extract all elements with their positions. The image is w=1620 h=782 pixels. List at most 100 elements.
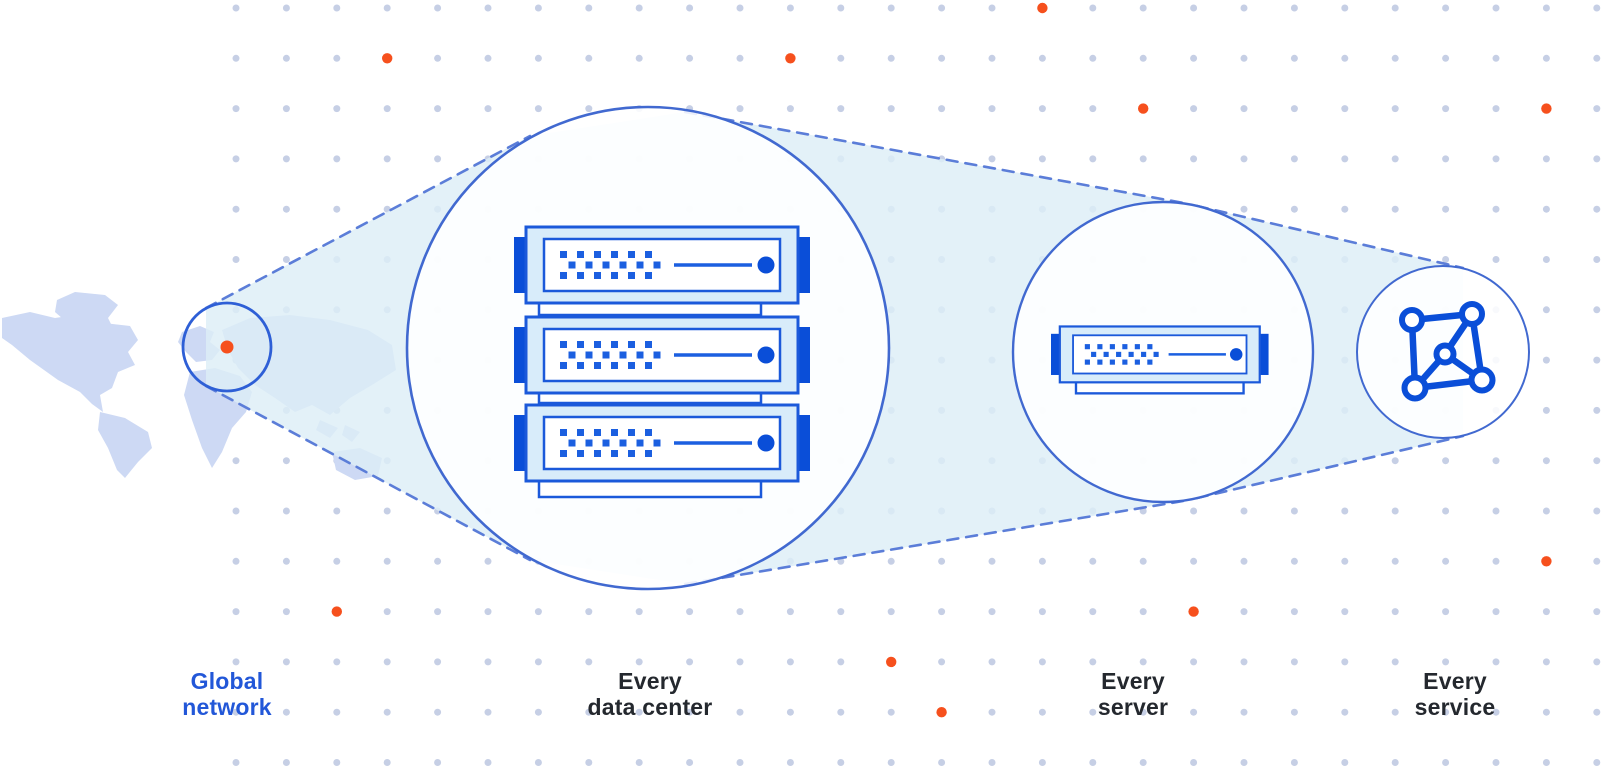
- grid-dot: [1492, 708, 1500, 716]
- grid-dot: [1593, 708, 1601, 716]
- grid-dot: [635, 658, 643, 666]
- grid-dot: [434, 4, 442, 12]
- orange-grid-dot: [785, 53, 796, 64]
- single-server: [1049, 325, 1270, 395]
- orange-grid-dot: [1037, 2, 1048, 14]
- grid-dot: [1038, 557, 1046, 565]
- grid-dot: [736, 658, 744, 666]
- label-line: data center: [587, 694, 713, 720]
- grid-dot: [1038, 658, 1046, 666]
- grid-dot: [1542, 457, 1550, 465]
- label-line: Global: [190, 668, 264, 694]
- grid-dot: [434, 105, 442, 113]
- grid-dot: [1240, 155, 1248, 163]
- europe-marker: [220, 340, 234, 354]
- grid-dot: [1442, 457, 1450, 465]
- grid-dot: [484, 708, 492, 716]
- grid-dot: [635, 4, 643, 12]
- grid-dot: [534, 608, 542, 616]
- grid-dot: [1442, 507, 1450, 515]
- label-line: server: [1097, 694, 1169, 720]
- grid-dot: [887, 54, 895, 62]
- grid-dot: [938, 759, 946, 766]
- grid-dot: [1593, 54, 1601, 62]
- grid-dot: [1492, 155, 1500, 163]
- grid-dot: [1290, 155, 1298, 163]
- grid-dot: [686, 759, 694, 766]
- grid-dot: [534, 4, 542, 12]
- grid-dot: [1391, 708, 1399, 716]
- grid-dot: [1442, 658, 1450, 666]
- grid-dot: [988, 557, 996, 565]
- grid-dot: [1391, 658, 1399, 666]
- grid-dot: [1341, 105, 1349, 113]
- grid-dot: [988, 759, 996, 766]
- grid-dot: [786, 658, 794, 666]
- grid-dot: [686, 708, 694, 716]
- grid-dot: [988, 708, 996, 716]
- grid-dot: [333, 105, 341, 113]
- grid-dot: [988, 105, 996, 113]
- grid-dot: [1139, 658, 1147, 666]
- grid-dot: [1240, 105, 1248, 113]
- grid-dot: [333, 155, 341, 163]
- grid-dot: [232, 205, 240, 213]
- grid-dot: [635, 608, 643, 616]
- grid-dot: [887, 4, 895, 12]
- grid-dot: [887, 557, 895, 565]
- grid-dot: [383, 155, 391, 163]
- grid-dot: [1542, 256, 1550, 263]
- grid-dot: [887, 105, 895, 113]
- grid-dot: [1442, 557, 1450, 565]
- grid-dot: [333, 54, 341, 62]
- label-line: Every: [618, 668, 682, 694]
- grid-dot: [333, 4, 341, 12]
- grid-dot: [484, 54, 492, 62]
- grid-dot: [1038, 708, 1046, 716]
- grid-dot: [736, 708, 744, 716]
- grid-dot: [736, 608, 744, 616]
- grid-dot: [282, 105, 290, 113]
- grid-dot: [1442, 54, 1450, 62]
- grid-dot: [585, 759, 593, 766]
- orange-grid-dot: [886, 656, 897, 668]
- grid-dot: [1290, 4, 1298, 12]
- grid-dot: [635, 759, 643, 766]
- grid-dot: [786, 759, 794, 766]
- grid-dot: [1290, 708, 1298, 716]
- grid-dot: [1290, 557, 1298, 565]
- grid-dot: [383, 608, 391, 616]
- grid-dot: [1542, 608, 1550, 616]
- grid-dot: [837, 4, 845, 12]
- grid-dot: [1240, 658, 1248, 666]
- grid-dot: [1593, 105, 1601, 113]
- orange-grid-dot: [936, 707, 947, 718]
- grid-dot: [938, 557, 946, 565]
- rack-base: [537, 479, 763, 499]
- grid-dot: [282, 457, 290, 465]
- grid-dot: [1391, 457, 1399, 465]
- server-unit-3: [512, 403, 812, 483]
- grid-dot: [585, 658, 593, 666]
- grid-dot: [1341, 708, 1349, 716]
- grid-dot: [1391, 54, 1399, 62]
- grid-dot: [484, 759, 492, 766]
- grid-dot: [232, 105, 240, 113]
- network-graph-icon: [1399, 301, 1496, 402]
- orange-grid-dot: [331, 606, 342, 617]
- grid-dot: [988, 155, 996, 163]
- grid-dot: [484, 4, 492, 12]
- grid-dot: [1542, 4, 1550, 12]
- grid-dot: [484, 557, 492, 565]
- grid-dot: [1341, 608, 1349, 616]
- grid-dot: [434, 658, 442, 666]
- grid-dot: [1442, 608, 1450, 616]
- grid-dot: [1542, 356, 1550, 364]
- grid-dot: [1391, 759, 1399, 766]
- grid-dot: [1139, 155, 1147, 163]
- grid-dot: [1240, 205, 1248, 213]
- grid-dot: [585, 4, 593, 12]
- grid-dot: [1341, 4, 1349, 12]
- grid-dot: [282, 54, 290, 62]
